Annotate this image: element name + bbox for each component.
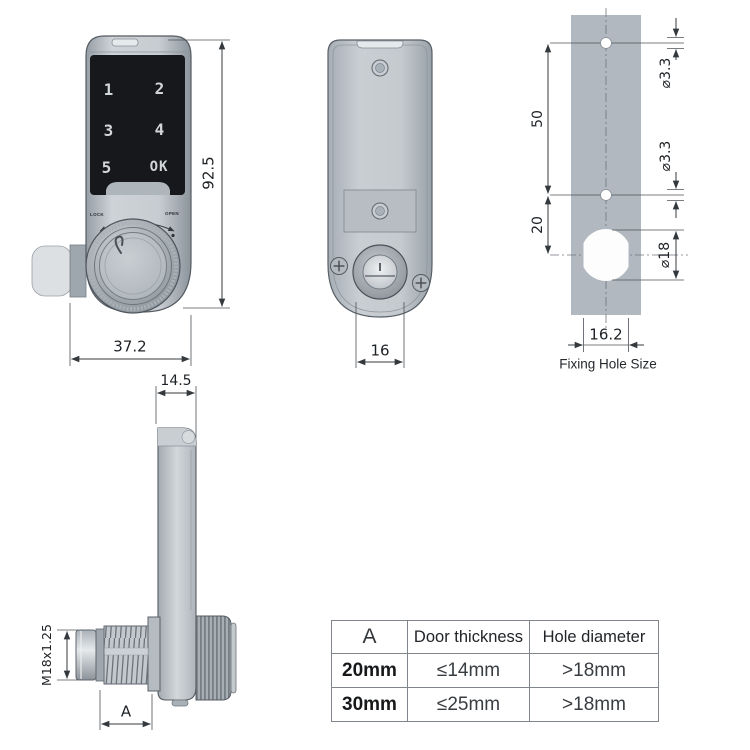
front-view: [31, 35, 192, 314]
keypad-key-3[interactable]: 3: [103, 121, 115, 140]
front-height-dimension: [168, 39, 230, 309]
hole-spacing-bottom-label: 20: [530, 216, 546, 234]
knob-indicator: [114, 235, 124, 254]
spec-row2-diameter: >18mm: [562, 693, 626, 715]
fixing-hole-caption: Fixing Hole Size: [559, 356, 657, 372]
fixing-hole-mid: [600, 189, 612, 201]
strip-width-dim-label: 16.2: [589, 325, 623, 344]
spec-header-a: A: [332, 621, 408, 654]
fixing-hole-large: [583, 228, 629, 282]
thread-length-label: A: [120, 702, 132, 721]
open-position-label: OPEN: [165, 210, 179, 216]
spec-header-hole-diameter: Hole diameter: [530, 621, 658, 654]
front-width-dim-label: 37.2: [113, 337, 147, 356]
spec-row1-a: 20mm: [332, 654, 408, 688]
side-knob-knurled: [195, 615, 237, 701]
side-depth-dim-label: 14.5: [160, 373, 192, 389]
back-body: [327, 39, 433, 318]
side-depth-dimension: [155, 386, 197, 438]
hole-diameter-top-label: ⌀3.3: [658, 57, 674, 89]
keypad-key-1[interactable]: 1: [103, 80, 115, 99]
spec-table: A Door thickness Hole diameter 20mm ≤14m…: [331, 620, 659, 722]
thread-length-dimension: [99, 690, 153, 730]
keypad-bottom-tab: [106, 182, 170, 195]
back-width-dim-label: 16: [370, 341, 390, 360]
keypad-panel: [90, 55, 185, 195]
thread-spec-label: M18x1.25: [38, 624, 54, 686]
latch-base: [69, 244, 87, 298]
spec-header-door-thickness: Door thickness: [408, 621, 530, 654]
top-slot: [111, 38, 139, 47]
strip-width-dimension: [568, 318, 644, 352]
keypad-key-5[interactable]: 5: [101, 158, 113, 177]
front-height-dim-label: 92.5: [199, 156, 218, 190]
fixing-hole-view: [544, 8, 688, 352]
spec-row2-thickness: ≤25mm: [408, 688, 530, 721]
spec-row1-diameter: >18mm: [530, 654, 658, 688]
fixing-hole-top: [600, 37, 612, 49]
screw-left-icon: [330, 257, 348, 275]
hole-spacing-top-label: 50: [530, 110, 546, 128]
side-body: [157, 427, 197, 701]
front-knob: [85, 218, 181, 314]
hole-diameter-dimensions: [612, 18, 684, 281]
side-view: [75, 427, 237, 707]
hole-diameter-mid-label: ⌀3.3: [658, 140, 674, 172]
spec-row1-thickness: ≤14mm: [408, 654, 530, 688]
back-view: [327, 39, 433, 318]
thread-dimension: [57, 629, 78, 681]
keypad-key-2[interactable]: 2: [154, 79, 166, 98]
threaded-barrel: [75, 625, 149, 685]
front-width-dimension: [69, 303, 192, 366]
hole-diameter-large-label: ⌀18: [657, 241, 673, 269]
side-foot: [171, 699, 189, 707]
spec-row2-a: 30mm: [332, 688, 408, 721]
back-knob: [352, 244, 408, 300]
thread-flange: [147, 616, 161, 692]
keypad-key-ok[interactable]: OK: [149, 159, 169, 175]
latch-cam: [31, 245, 73, 297]
lock-position-label: LOCK: [90, 211, 104, 217]
back-width-dimension: [355, 302, 405, 368]
screw-right-icon: [412, 274, 430, 292]
back-top-notch: [356, 40, 404, 49]
keypad-key-4[interactable]: 4: [154, 120, 166, 139]
